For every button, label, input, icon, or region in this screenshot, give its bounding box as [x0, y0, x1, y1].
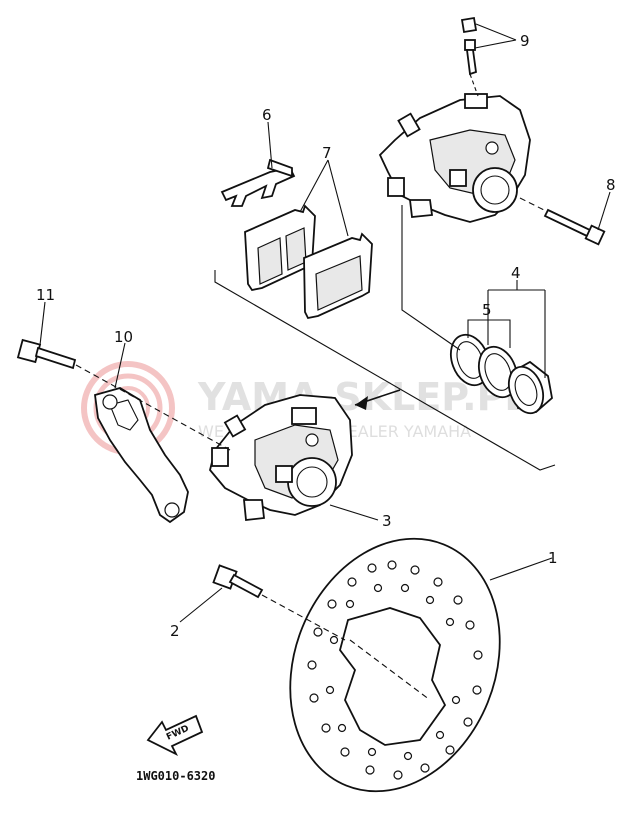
- exploded-view-bracket: [214, 270, 556, 471]
- caliper-piston: [507, 360, 553, 415]
- callout-10: 10: [114, 328, 133, 346]
- callout-4: 4: [511, 264, 521, 282]
- brake-disc: [289, 537, 501, 793]
- forward-arrow: FWD: [146, 714, 204, 757]
- bleed-screw: [460, 16, 478, 76]
- pin-bolt: [543, 208, 606, 246]
- brake-pads: [244, 204, 373, 320]
- piston-seal-kit: [449, 333, 519, 399]
- pad-spring: [220, 158, 296, 207]
- callout-7: 7: [322, 144, 332, 162]
- callout-9: 9: [520, 32, 530, 50]
- disc-bolt: [212, 564, 264, 599]
- callout-1: 1: [548, 549, 558, 567]
- lower-caliper-assembly: [209, 394, 353, 521]
- upper-caliper-assembly: [378, 93, 531, 223]
- callout-8: 8: [606, 176, 616, 194]
- disc-cooling-holes: [307, 560, 483, 780]
- leader-lines: [39, 23, 611, 623]
- callout-11: 11: [36, 286, 55, 304]
- diagram-code: 1WG010-6320: [136, 769, 215, 783]
- bracket-bolt: [16, 338, 77, 370]
- caliper-bracket: [94, 387, 189, 524]
- callout-5: 5: [482, 301, 492, 319]
- callout-labels: 1 2 3 4 5 6 7 8 9 10 11: [36, 32, 616, 640]
- callout-6: 6: [262, 106, 272, 124]
- callout-3: 3: [382, 512, 392, 530]
- assembly-lines: [75, 73, 549, 701]
- callout-2: 2: [170, 622, 180, 640]
